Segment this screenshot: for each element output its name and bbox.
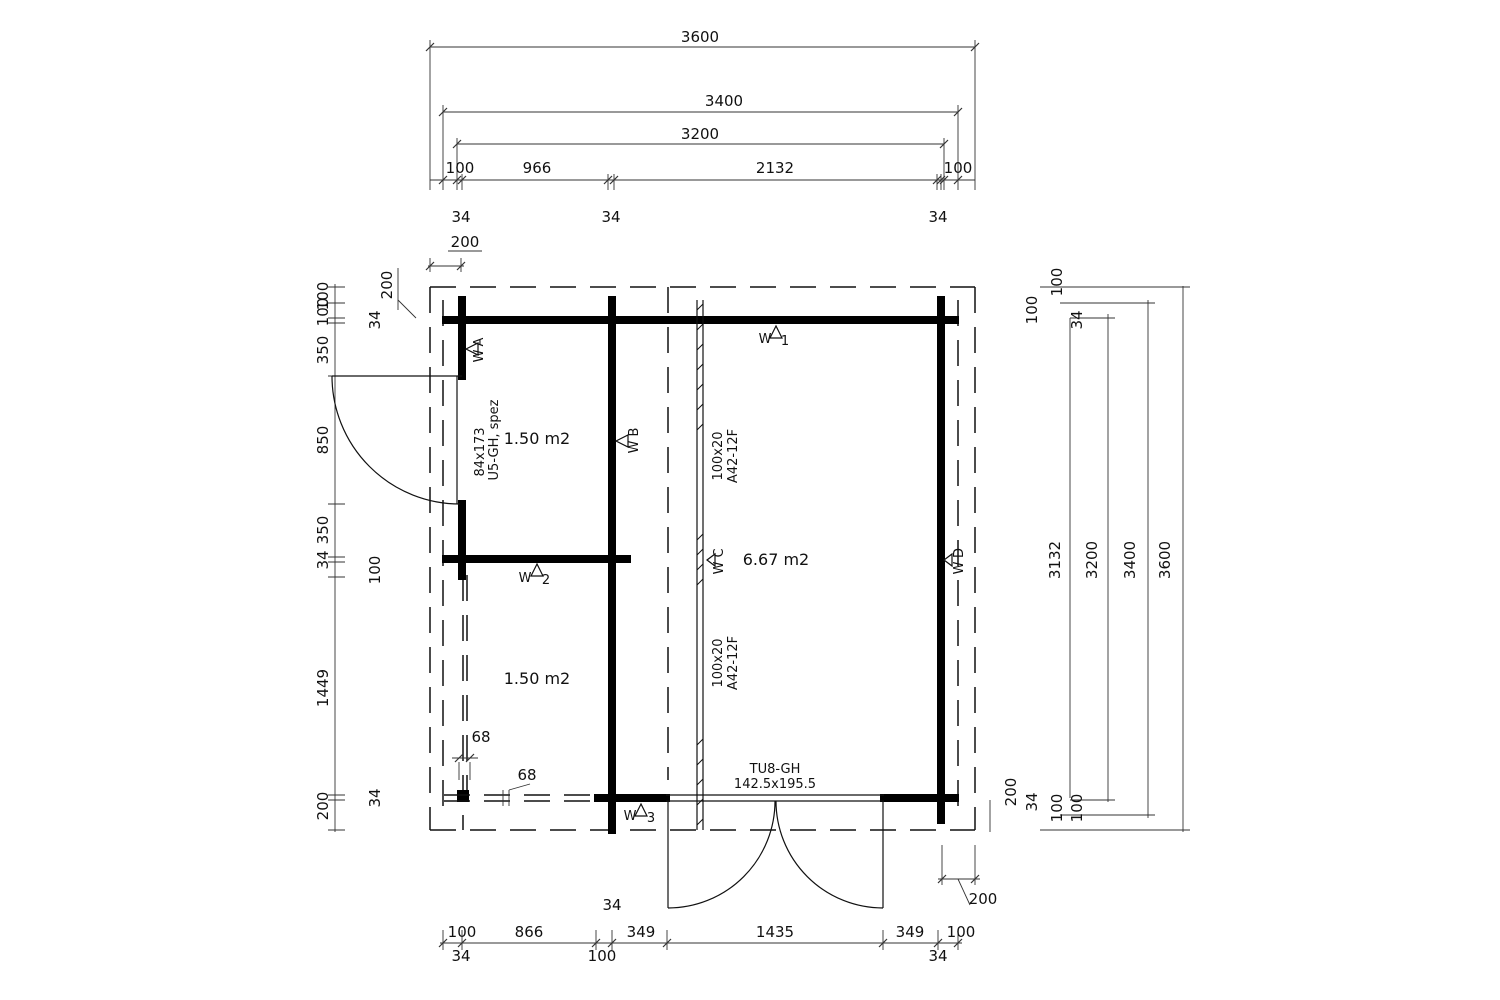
glass-top-type: A42-12F bbox=[726, 429, 741, 483]
glass-partition bbox=[696, 300, 704, 830]
dim-350-left-a: 350 bbox=[314, 336, 332, 365]
dim-68-a: 68 bbox=[471, 728, 490, 746]
wall-marker-d-id: D bbox=[952, 548, 967, 558]
right-dimensions: 3600 3400 3200 3132 100 100 34 200 34 10… bbox=[989, 268, 1190, 832]
dim-349-left: 349 bbox=[627, 923, 656, 941]
wall-marker-d: W D bbox=[943, 548, 967, 574]
wall-marker-b-prefix: W bbox=[627, 440, 642, 453]
dim-34-right: 34 bbox=[1068, 310, 1086, 329]
glass-bottom-size: 100x20 bbox=[711, 638, 726, 687]
dim-100-left-a: 100 bbox=[314, 282, 332, 311]
wall-marker-b: W B bbox=[614, 428, 642, 453]
dim-3400-right: 3400 bbox=[1121, 541, 1139, 579]
wall-marker-c: W C bbox=[706, 548, 727, 574]
dim-100-bottom-right: 100 bbox=[947, 923, 976, 941]
wall-marker-2-id: 2 bbox=[542, 573, 550, 588]
dim-3200-top: 3200 bbox=[681, 125, 719, 143]
wall-marker-b-id: B bbox=[627, 428, 642, 437]
dim-3400-top: 3400 bbox=[705, 92, 743, 110]
wall-marker-1-prefix: W bbox=[759, 332, 772, 347]
dim-966: 966 bbox=[523, 159, 552, 177]
walls bbox=[442, 296, 959, 834]
dim-200-overhang: 200 bbox=[451, 233, 480, 251]
dim-1449: 1449 bbox=[314, 669, 332, 707]
dim-34-top-a: 34 bbox=[451, 208, 470, 226]
room-area-main: 6.67 m2 bbox=[743, 550, 809, 569]
wall-marker-a: W A bbox=[464, 337, 487, 362]
dim-200-left-top: 200 bbox=[378, 271, 396, 300]
wall-marker-d-prefix: W bbox=[952, 561, 967, 574]
dim-68-b: 68 bbox=[517, 766, 536, 784]
dim-100-right-bot-b: 100 bbox=[1068, 794, 1086, 823]
dim-1435: 1435 bbox=[756, 923, 794, 941]
dim-100-bottom-mid: 100 bbox=[588, 947, 617, 965]
front-door bbox=[666, 794, 884, 909]
dim-200-bottom: 200 bbox=[969, 890, 998, 908]
bottom-dimensions: 100 866 349 1435 349 100 34 100 34 34 20… bbox=[438, 845, 998, 965]
dim-34-bottom-left: 34 bbox=[451, 947, 470, 965]
dim-100-left-mid: 100 bbox=[366, 556, 384, 585]
dim-200-left-bot: 200 bbox=[314, 792, 332, 821]
dim-34-right-bot: 34 bbox=[1023, 792, 1041, 811]
dim-34-top-b: 34 bbox=[601, 208, 620, 226]
dim-34-left-top: 34 bbox=[366, 310, 384, 329]
dim-350-left-b: 350 bbox=[314, 516, 332, 545]
glass-top-size: 100x20 bbox=[711, 431, 726, 480]
wall-marker-c-id: C bbox=[712, 548, 727, 557]
detail-dimensions: 68 68 bbox=[452, 728, 537, 806]
door-type-label: TU8-GH bbox=[749, 762, 801, 777]
dim-34-top-c: 34 bbox=[928, 208, 947, 226]
wall-marker-3-id: 3 bbox=[647, 811, 655, 826]
dim-34-left-mid: 34 bbox=[314, 550, 332, 569]
wall-marker-1-id: 1 bbox=[781, 334, 789, 349]
room-area-top-left: 1.50 m2 bbox=[504, 429, 570, 448]
dim-3200-right: 3200 bbox=[1083, 541, 1101, 579]
dim-100-right-bot-a: 100 bbox=[1048, 794, 1066, 823]
dim-3132: 3132 bbox=[1046, 541, 1064, 579]
wall-marker-a-id: A bbox=[472, 337, 487, 346]
dim-34-left-bot: 34 bbox=[366, 788, 384, 807]
dim-3600-top: 3600 bbox=[681, 28, 719, 46]
dim-100-top-left: 100 bbox=[446, 159, 475, 177]
left-dimensions: 100 100 34 350 850 350 34 100 1449 34 20… bbox=[314, 268, 417, 832]
window-left-type: U5-GH, spez bbox=[487, 399, 502, 480]
dim-34-bottom-right: 34 bbox=[928, 947, 947, 965]
wall-marker-3-prefix: W bbox=[624, 809, 637, 824]
dim-100-left-b: 100 bbox=[314, 298, 332, 327]
wall-marker-2-prefix: W bbox=[519, 571, 532, 586]
door-size-label: 142.5x195.5 bbox=[734, 777, 816, 792]
wall-marker-2: W 2 bbox=[519, 562, 550, 588]
dim-100-right-b: 100 bbox=[1023, 296, 1041, 325]
dim-100-top-right: 100 bbox=[944, 159, 973, 177]
dim-100-bottom-left: 100 bbox=[448, 923, 477, 941]
wall-marker-1: W 1 bbox=[759, 324, 789, 349]
dim-200-right: 200 bbox=[1002, 778, 1020, 807]
dim-34-bottom-top: 34 bbox=[602, 896, 621, 914]
room-area-bottom-left: 1.50 m2 bbox=[504, 669, 570, 688]
dim-3600-right: 3600 bbox=[1156, 541, 1174, 579]
dim-2132: 2132 bbox=[756, 159, 794, 177]
dim-349-right: 349 bbox=[896, 923, 925, 941]
dim-100-right-top: 100 bbox=[1048, 268, 1066, 297]
top-dimensions: 3600 3400 3200 100 966 2132 100 bbox=[425, 28, 980, 272]
wall-marker-a-prefix: W bbox=[472, 349, 487, 362]
wall-marker-c-prefix: W bbox=[712, 561, 727, 574]
window-left-size: 84x173 bbox=[473, 427, 488, 476]
dim-866: 866 bbox=[515, 923, 544, 941]
glass-bottom-type: A42-12F bbox=[726, 636, 741, 690]
left-door bbox=[331, 375, 462, 505]
wall-marker-3: W 3 bbox=[624, 802, 655, 826]
dim-850: 850 bbox=[314, 426, 332, 455]
